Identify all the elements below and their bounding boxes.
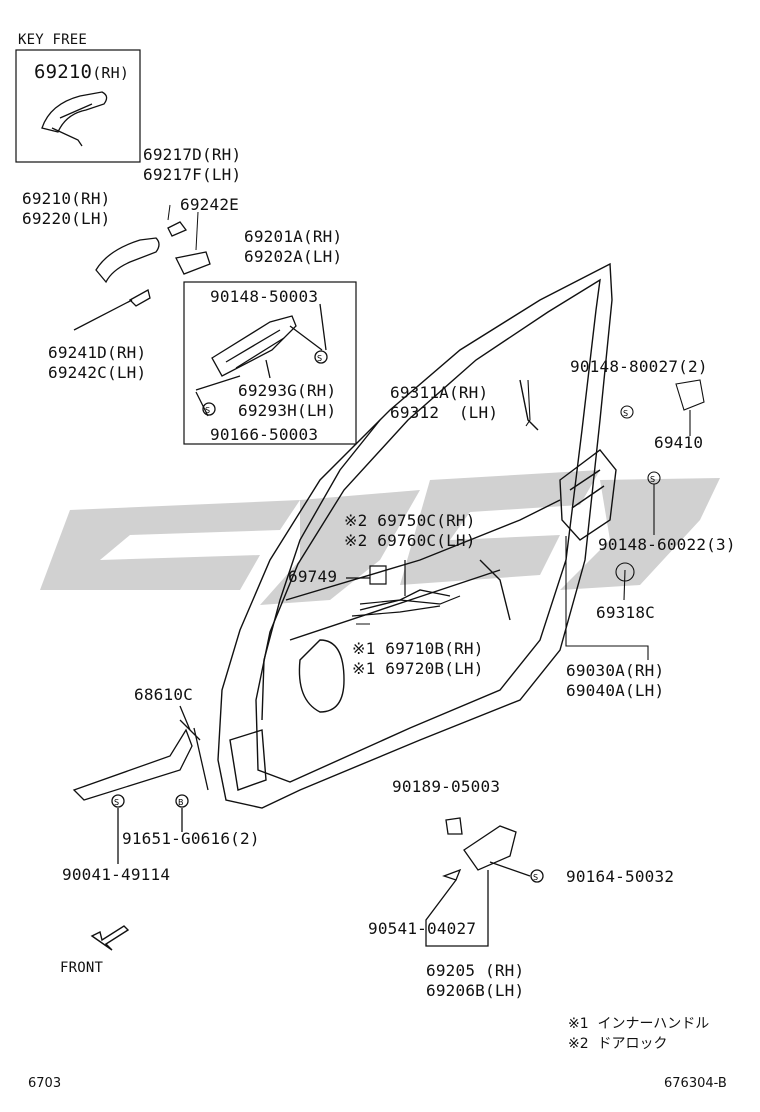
part-90148-50003: 90148-50003 — [210, 287, 319, 306]
part-69410: 69410 — [654, 433, 704, 452]
part-69710b: ※1 69710B(RH) — [352, 639, 484, 658]
part-69318c: 69318C — [596, 603, 655, 622]
leader-lines — [167, 204, 370, 625]
keyfree-box — [15, 49, 141, 163]
front-arrow — [90, 925, 130, 951]
note-door-lock: ※2 ドアロック — [568, 1036, 668, 1052]
watermark-logo — [40, 470, 720, 605]
part-69202a: 69202A(LH) — [244, 247, 343, 266]
part-69293g: 69293G(RH) — [238, 381, 337, 400]
screw-mark: S — [114, 798, 119, 807]
part-69220-lh: 69220(LH) — [22, 209, 111, 228]
part-91651-g0616: 91651-G0616(2) — [122, 829, 260, 848]
part-69312: 69312 (LH) — [390, 403, 499, 422]
handle-frame-drawing — [195, 303, 328, 417]
part-69760c: ※2 69760C(LH) — [344, 531, 476, 550]
door-check-drawing — [72, 705, 209, 864]
part-69241d: 69241D(RH) — [48, 343, 147, 362]
part-69242e: 69242E — [180, 195, 239, 214]
keyfree-handle-drawing — [41, 91, 108, 147]
part-number: 69210 — [34, 61, 93, 83]
inner-handle-drawing — [425, 817, 544, 947]
part-69205: 69205 (RH) — [426, 961, 525, 980]
part-69201a: 69201A(RH) — [244, 227, 343, 246]
front-label: FRONT — [60, 960, 104, 976]
part-69293h: 69293H(LH) — [238, 401, 337, 420]
part-90164-50032: 90164-50032 — [566, 867, 675, 886]
part-69217d: 69217D(RH) — [143, 145, 242, 164]
door-panel-drawing — [217, 262, 617, 809]
note-inner-handle: ※1 インナーハンドル — [568, 1016, 710, 1032]
door-lock-leaders — [525, 379, 705, 660]
screw-mark: S — [650, 475, 655, 484]
screw-mark: S — [317, 354, 322, 363]
part-69206b: 69206B(LH) — [426, 981, 525, 1000]
part-90541-04027: 90541-04027 — [368, 919, 477, 938]
part-90166-50003: 90166-50003 — [210, 425, 319, 444]
bolt-mark: B — [178, 798, 184, 807]
screw-mark: S — [533, 873, 538, 882]
part-90041-49114: 90041-49114 — [62, 865, 171, 884]
part-69217f: 69217F(LH) — [143, 165, 242, 184]
part-68610c: 68610C — [134, 685, 193, 704]
part-69210-rh: 69210(RH) — [22, 189, 111, 208]
part-69040a: 69040A(LH) — [566, 681, 665, 700]
part-69030a: 69030A(RH) — [566, 661, 665, 680]
part-69749: 69749 — [288, 567, 338, 586]
part-90189-05003: 90189-05003 — [392, 777, 501, 796]
part-90148-60022: 90148-60022(3) — [598, 535, 736, 554]
part-69210-keyfree: 69210(RH) — [34, 62, 129, 83]
part-69720b: ※1 69720B(LH) — [352, 659, 484, 678]
screw-mark: S — [205, 406, 210, 415]
keyfree-label: KEY FREE — [18, 32, 88, 48]
part-suffix: (RH) — [92, 64, 130, 82]
handle-frame-box — [183, 281, 357, 445]
footer-page-code: 6703 — [28, 1076, 62, 1091]
part-69750c: ※2 69750C(RH) — [344, 511, 476, 530]
part-69311a: 69311A(RH) — [390, 383, 489, 402]
screw-mark: S — [623, 409, 628, 418]
footer-figure-code: 676304-B — [664, 1076, 727, 1091]
outer-handle-drawing — [73, 221, 211, 331]
part-69242c: 69242C(LH) — [48, 363, 147, 382]
part-90148-80027: 90148-80027(2) — [570, 357, 708, 376]
